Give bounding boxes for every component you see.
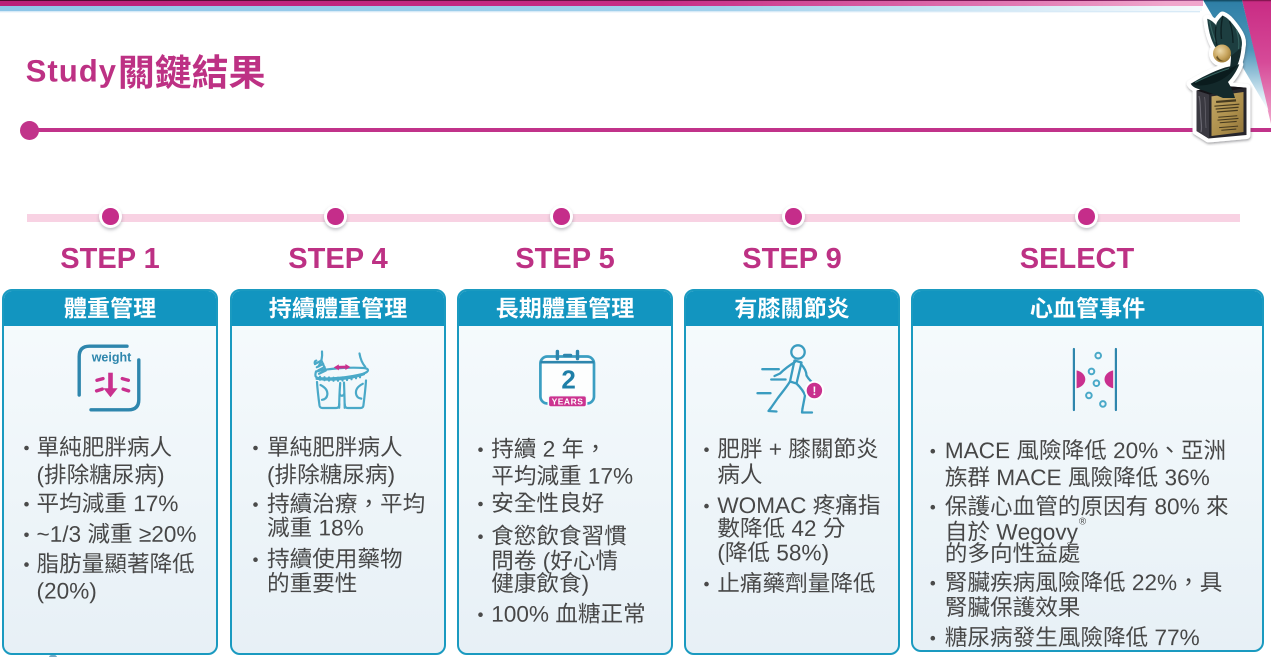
svg-text:YEARS: YEARS: [552, 397, 584, 407]
svg-text:2: 2: [561, 365, 575, 395]
svg-text:weight: weight: [91, 350, 132, 364]
svg-text:!: !: [812, 386, 816, 398]
